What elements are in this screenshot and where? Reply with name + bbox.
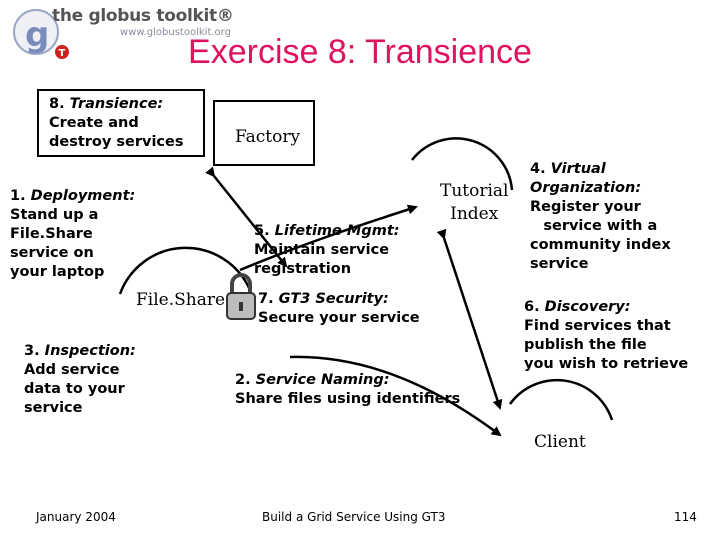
- deployment-name: Deployment:: [30, 188, 136, 204]
- vo-name-2: Organization:: [530, 180, 642, 196]
- globus-logo: g: [13, 9, 59, 55]
- factory-label: Factory: [235, 127, 301, 147]
- naming-name: Service Naming:: [255, 372, 390, 388]
- discovery-name: Discovery:: [544, 299, 631, 315]
- arrow-lifetime: [239, 204, 418, 272]
- step-inspection: 3. Inspection: Add service data to your …: [24, 342, 136, 418]
- vo-desc-1: Register your: [530, 199, 641, 215]
- svg-text:T: T: [59, 48, 66, 59]
- footer-title: Build a Grid Service Using GT3: [262, 510, 446, 524]
- step-lifetime: 5. Lifetime Mgmt: Maintain service regis…: [254, 222, 400, 279]
- client-circle: [508, 378, 614, 421]
- svg-text:g: g: [25, 15, 49, 55]
- deployment-desc-4: your laptop: [10, 264, 105, 280]
- vo-desc-2: service with a: [543, 218, 658, 234]
- fileshare-label: File.Share: [136, 290, 226, 310]
- client-label: Client: [534, 432, 586, 452]
- step-service-naming: 2. Service Naming: Share files using ide…: [235, 371, 460, 409]
- deployment-desc-2: File.Share: [10, 226, 93, 242]
- tutorial-index-circle: [411, 137, 514, 191]
- deployment-heading: 1. Deployment:: [10, 187, 135, 206]
- tutorial-index-line-1: Tutorial: [440, 181, 509, 201]
- lifetime-desc-1: Maintain service: [254, 242, 390, 258]
- transience-box: 8. Transience: Create and destroy servic…: [37, 89, 205, 157]
- inspection-desc-2: data to your: [24, 381, 125, 397]
- lifetime-heading: 5. Lifetime Mgmt:: [254, 222, 400, 241]
- tutorial-index-label: Tutorial Index: [440, 180, 509, 226]
- deployment-desc-1: Stand up a: [10, 207, 99, 223]
- discovery-heading: 6. Discovery:: [524, 298, 688, 317]
- footer-date: January 2004: [36, 510, 116, 524]
- lifetime-desc-2: registration: [254, 261, 352, 277]
- transience-name: Transience:: [69, 96, 164, 112]
- vo-heading-2: Organization:: [530, 179, 671, 198]
- vo-desc-4: service: [530, 256, 589, 272]
- logo-text: the globus toolkit®: [52, 6, 234, 26]
- transience-num: 8.: [49, 96, 65, 112]
- factory-box: Factory: [213, 100, 315, 166]
- inspection-desc-3: service: [24, 400, 83, 416]
- transience-desc-2: destroy services: [49, 134, 184, 150]
- inspection-name: Inspection:: [44, 343, 136, 359]
- slide-title: Exercise 8: Transience: [188, 33, 532, 71]
- discovery-desc-1: Find services that: [524, 318, 671, 334]
- naming-heading: 2. Service Naming:: [235, 371, 460, 390]
- inspection-num: 3.: [24, 343, 40, 359]
- tutorial-index-line-2: Index: [450, 204, 499, 224]
- globus-t-icon: T: [55, 45, 69, 59]
- discovery-desc-2: publish the file: [524, 337, 647, 353]
- lock-icon: [226, 273, 256, 320]
- footer-page-number: 114: [674, 510, 697, 524]
- naming-desc-1: Share files using identifiers: [235, 391, 461, 407]
- arrow-naming: [289, 355, 502, 437]
- vo-heading: 4. Virtual: [530, 160, 671, 179]
- deployment-num: 1.: [10, 188, 26, 204]
- fileshare-circle: [118, 246, 252, 295]
- vo-desc-3: community index: [530, 237, 671, 253]
- arrow-index-client: [436, 228, 503, 410]
- inspection-heading: 3. Inspection:: [24, 342, 136, 361]
- naming-num: 2.: [235, 372, 251, 388]
- lifetime-num: 5.: [254, 223, 270, 239]
- step-security: 7. GT3 Security: Secure your service: [258, 290, 420, 328]
- security-name: GT3 Security:: [278, 291, 389, 307]
- arrow-factory-fileshare: [205, 166, 288, 268]
- discovery-desc-3: you wish to retrieve: [524, 356, 689, 372]
- security-heading: 7. GT3 Security:: [258, 290, 420, 309]
- security-desc-1: Secure your service: [258, 310, 420, 326]
- transience-heading: 8. Transience:: [49, 95, 203, 114]
- step-virtual-organization: 4. Virtual Organization: Register your s…: [530, 160, 671, 274]
- step-deployment: 1. Deployment: Stand up a File.Share ser…: [10, 187, 135, 282]
- deployment-desc-3: service on: [10, 245, 94, 261]
- lifetime-name: Lifetime Mgmt:: [274, 223, 400, 239]
- step-discovery: 6. Discovery: Find services that publish…: [524, 298, 688, 374]
- logo-url: www.globustoolkit.org: [120, 27, 231, 38]
- vo-name: Virtual: [550, 161, 606, 177]
- inspection-desc-1: Add service: [24, 362, 120, 378]
- discovery-num: 6.: [524, 299, 540, 315]
- vo-num: 4.: [530, 161, 546, 177]
- security-num: 7.: [258, 291, 274, 307]
- transience-desc-1: Create and: [49, 115, 139, 131]
